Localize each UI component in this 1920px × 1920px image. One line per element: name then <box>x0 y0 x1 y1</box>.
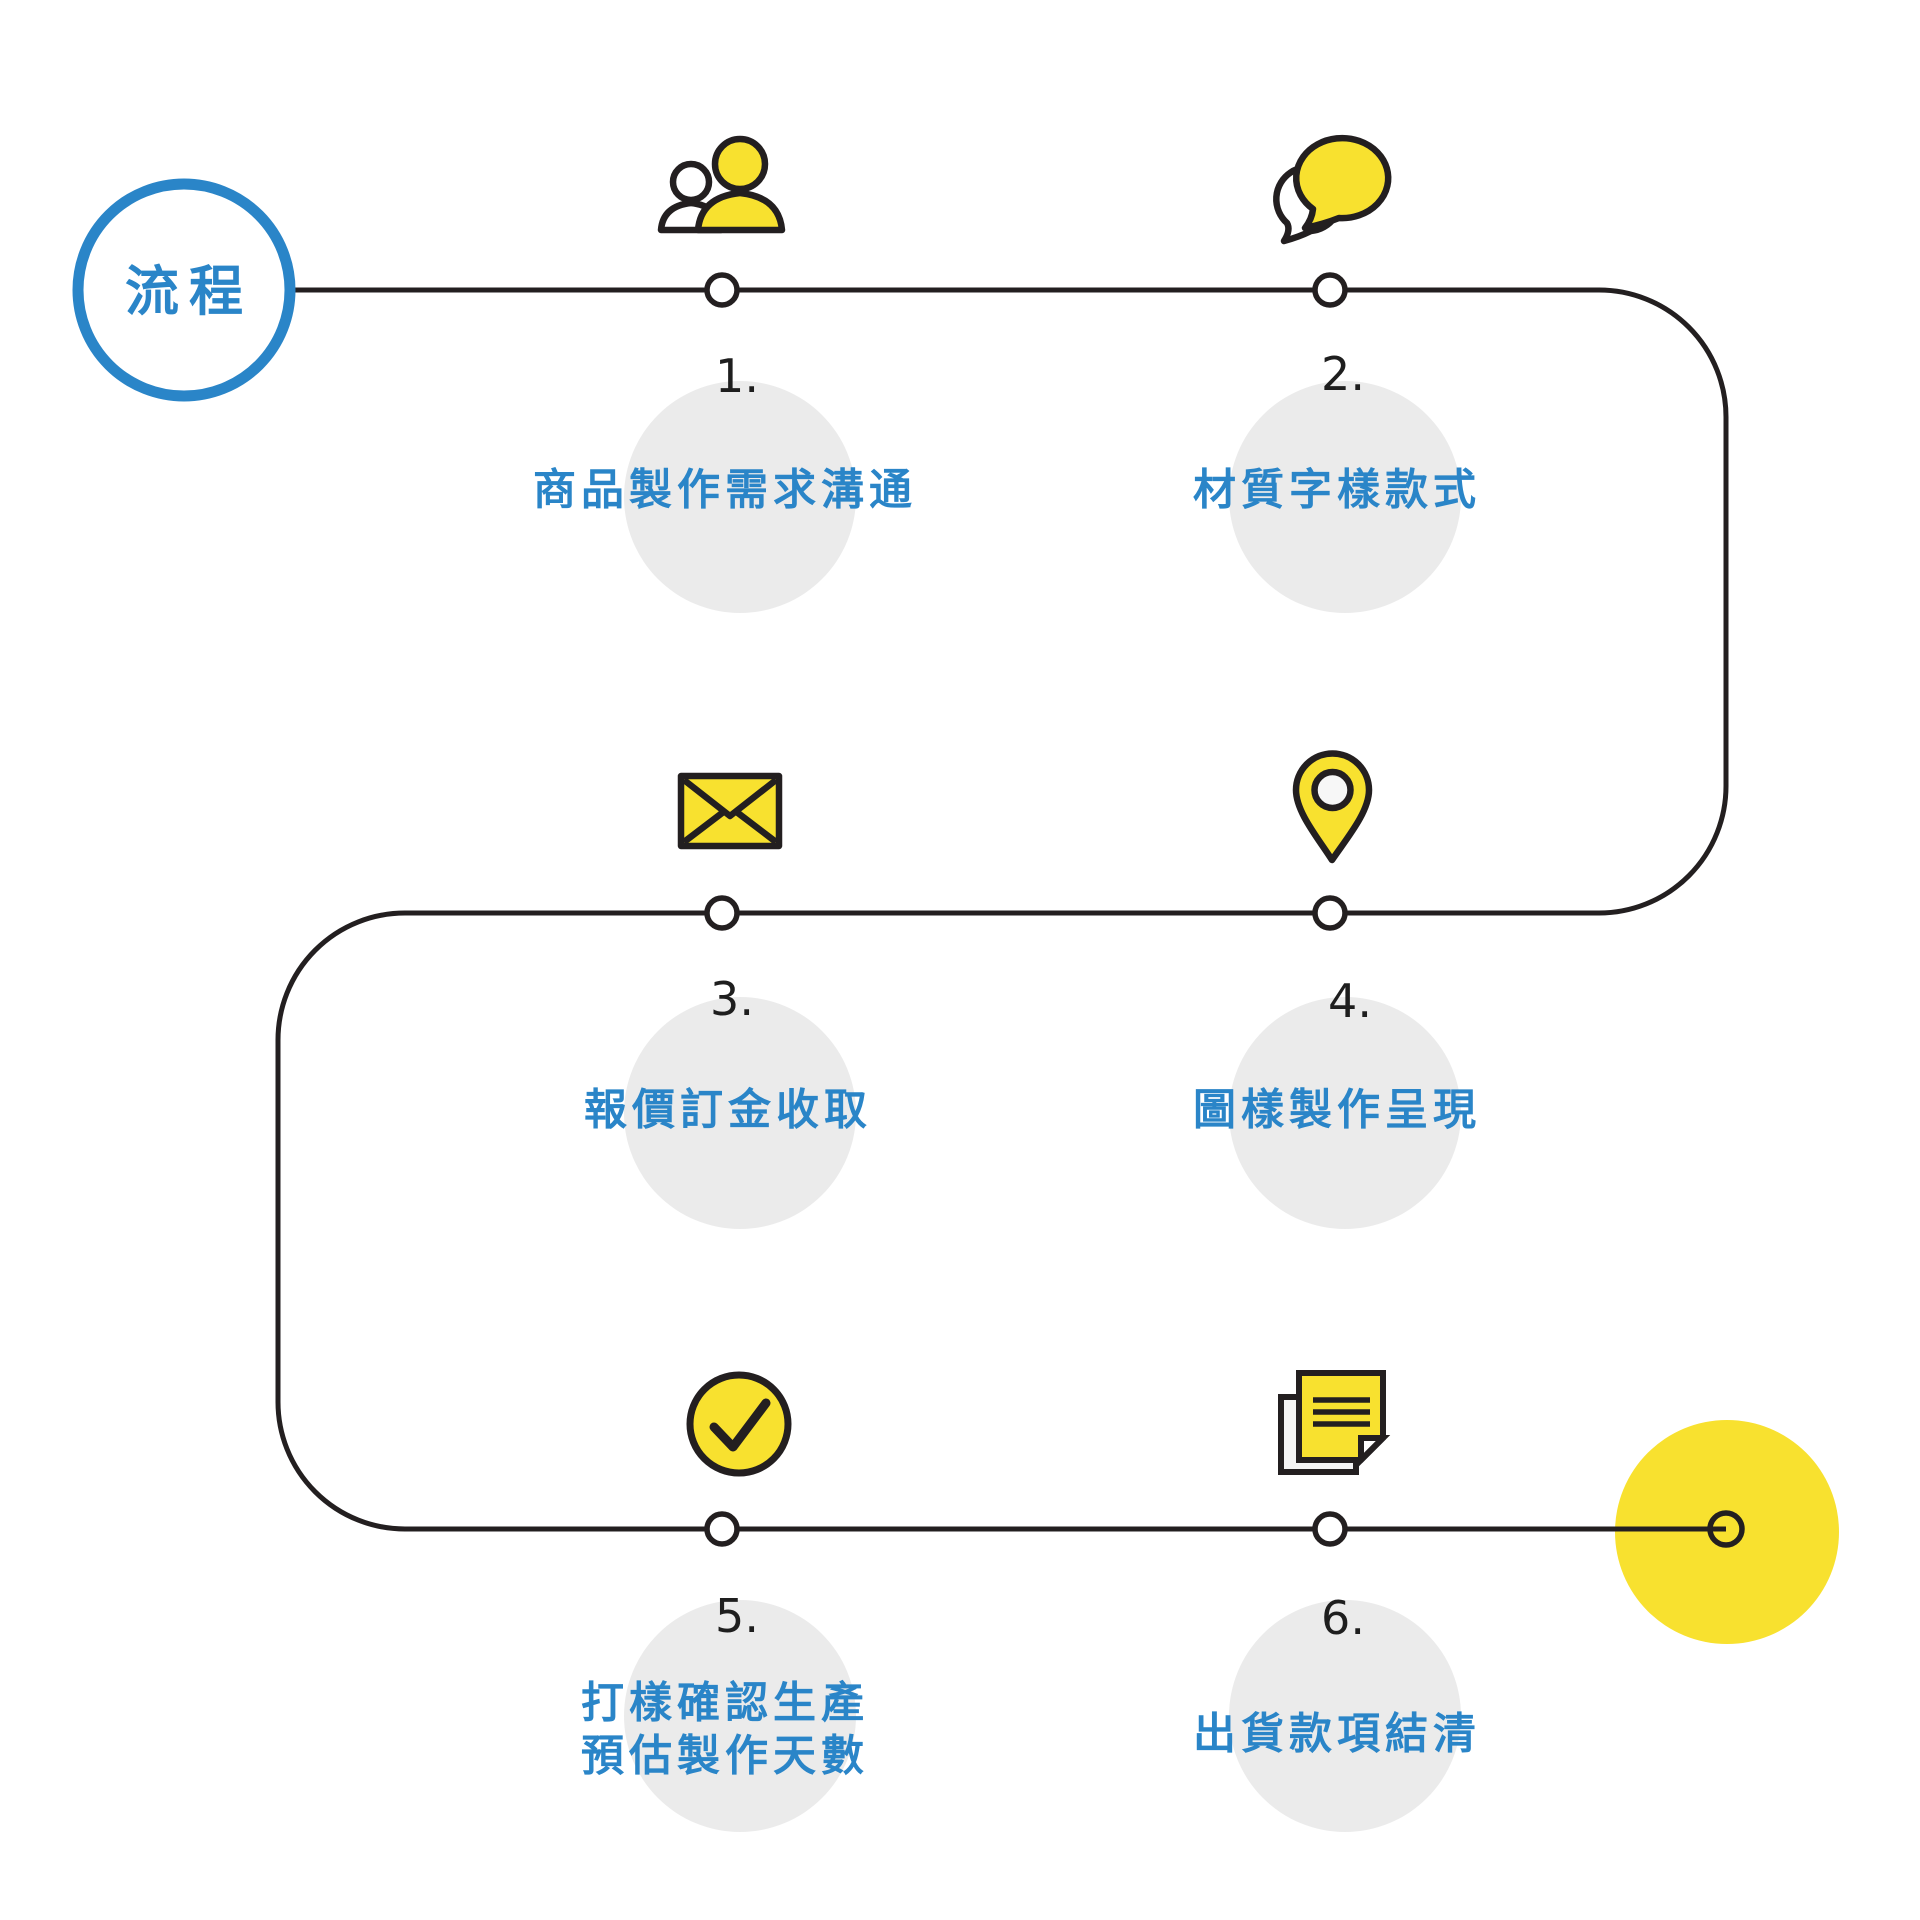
step-node <box>1312 272 1348 308</box>
step-bg-circle <box>1229 997 1461 1229</box>
speech-bubbles-icon <box>1273 134 1392 245</box>
step-1-number: 1. <box>715 349 759 403</box>
step-bg-circle <box>1229 1600 1461 1832</box>
step-3-number: 3. <box>710 972 754 1026</box>
end-node <box>1707 1510 1745 1548</box>
check-circle-icon <box>686 1371 792 1477</box>
step-4-number: 4. <box>1328 974 1372 1028</box>
step-5-number: 5. <box>715 1589 759 1643</box>
step-bg-circle <box>624 1600 856 1832</box>
step-node <box>1312 895 1348 931</box>
step-node <box>1312 1511 1348 1547</box>
step-nodes <box>704 272 1745 1548</box>
step-bg-circle <box>624 381 856 613</box>
flow-line <box>275 287 1729 1532</box>
step-6-label: 出貨款項結清 <box>1193 1709 1481 1760</box>
location-pin-icon <box>1292 750 1373 864</box>
step-4-label: 圖樣製作呈現 <box>1193 1085 1481 1136</box>
envelope-icon <box>677 772 783 850</box>
end-highlight-circle <box>1615 1420 1839 1644</box>
step-bg-circle <box>624 997 856 1229</box>
step-2-number: 2. <box>1321 347 1365 401</box>
step-3-label: 報價訂金收取 <box>584 1085 872 1136</box>
start-circle <box>72 178 296 402</box>
step-node <box>704 895 740 931</box>
step-2-label: 材質字樣款式 <box>1193 465 1481 516</box>
people-icon <box>657 135 786 234</box>
step-5-label-line2: 預估製作天數 <box>581 1731 869 1782</box>
step-bg-circles <box>624 381 1461 1832</box>
step-node <box>704 1511 740 1547</box>
step-bg-circle <box>1229 381 1461 613</box>
flow-title: 流程 <box>125 260 253 323</box>
step-6-number: 6. <box>1321 1591 1365 1645</box>
step-node <box>704 272 740 308</box>
notes-icon <box>1278 1370 1391 1475</box>
step-1-label: 商品製作需求溝通 <box>533 465 917 516</box>
step-5-label-line1: 打樣確認生產 <box>581 1678 869 1729</box>
